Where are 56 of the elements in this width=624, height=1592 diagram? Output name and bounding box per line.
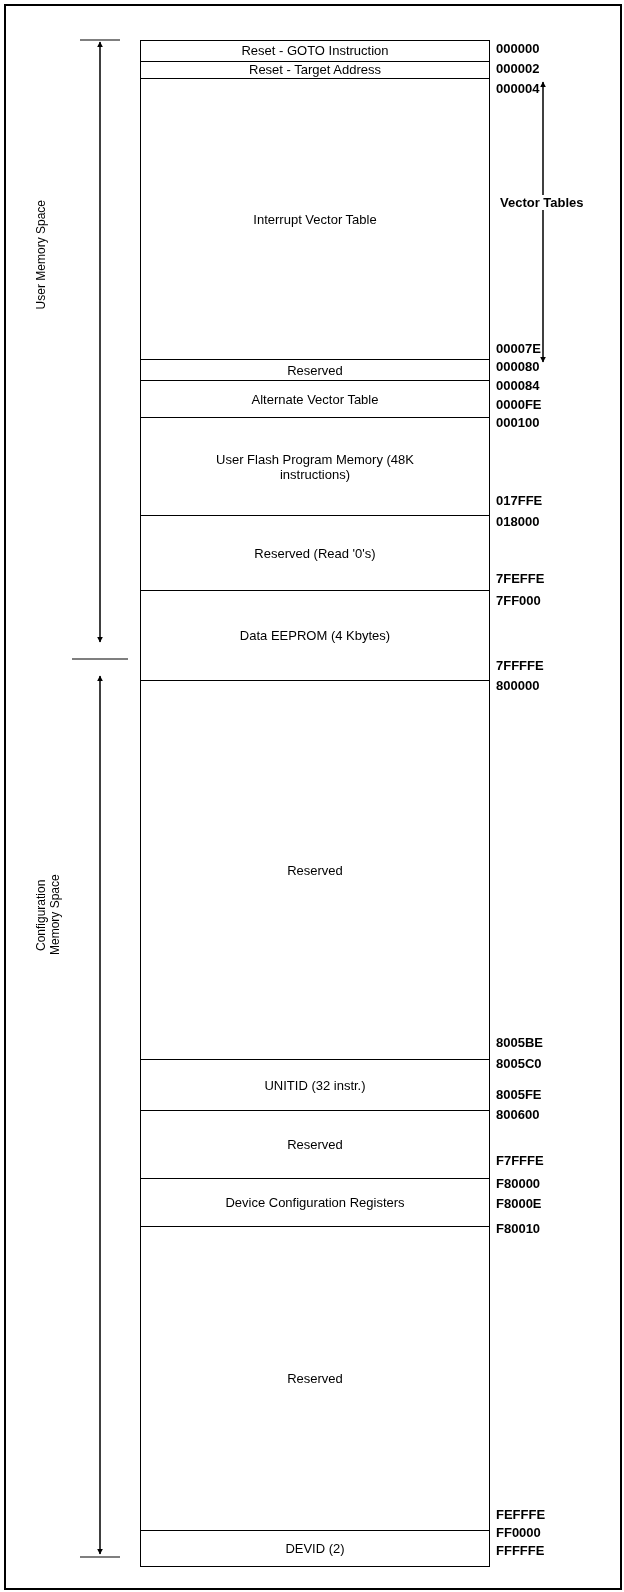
memory-space-label: Configuration Memory Space <box>34 873 62 958</box>
region-label: Reset - GOTO Instruction <box>241 44 389 58</box>
address-label: F7FFFE <box>496 1153 544 1168</box>
region-label: Reserved <box>287 362 343 378</box>
address-label: 000000 <box>496 41 540 56</box>
address-label: 000080 <box>496 359 540 374</box>
address-label: 7FFFFE <box>496 658 544 673</box>
address-label: FEFFFE <box>496 1507 546 1522</box>
region-label: DEVID (2) <box>285 1541 345 1556</box>
region-label: Interrupt Vector Table <box>253 211 377 227</box>
region-label: Reserved <box>287 862 343 878</box>
memory-region <box>140 61 490 79</box>
region-label: UNITID (32 instr.) <box>264 1077 366 1093</box>
region-label: Reserved <box>287 1137 343 1152</box>
address-label: 7FF000 <box>496 593 541 608</box>
address-label: 8005FE <box>496 1087 542 1102</box>
region-label: Device Configuration Registers <box>225 1195 405 1210</box>
address-label: 7FEFFE <box>496 571 545 586</box>
region-label: Reset - Target Address <box>249 63 381 77</box>
region-label: Reserved <box>287 1371 343 1386</box>
memory-region <box>140 359 490 381</box>
memory-region <box>140 1110 490 1179</box>
section-label: Vector Tables <box>500 195 584 210</box>
address-label: 00007E <box>496 341 541 356</box>
address-label: 8005C0 <box>496 1056 542 1071</box>
address-label: 000100 <box>496 415 540 430</box>
address-label: FF0000 <box>496 1525 541 1540</box>
address-label: 8005BE <box>496 1035 543 1050</box>
memory-region <box>140 680 490 1060</box>
memory-region <box>140 40 490 62</box>
memory-region <box>140 1226 490 1531</box>
memory-region <box>140 1178 490 1227</box>
memory-region <box>140 1530 490 1567</box>
memory-region <box>140 515 490 591</box>
address-label: 000004 <box>496 81 540 96</box>
memory-region <box>140 590 490 681</box>
memory-region <box>140 417 490 516</box>
address-label: 000002 <box>496 61 540 76</box>
region-label: Alternate Vector Table <box>251 391 379 407</box>
memory-region <box>140 1059 490 1111</box>
address-label: FFFFFE <box>496 1543 545 1558</box>
memory-region <box>140 78 490 360</box>
address-label: F80010 <box>496 1221 541 1236</box>
region-label: User Flash Program Memory (48K instructions) <box>215 451 415 482</box>
address-label: F80000 <box>496 1176 541 1191</box>
address-label: 800600 <box>496 1107 540 1122</box>
address-label: F8000E <box>496 1196 542 1211</box>
address-label: 017FFE <box>496 493 543 508</box>
address-label: 800000 <box>496 678 540 693</box>
address-label: 0000FE <box>496 397 542 412</box>
address-label: 000084 <box>496 378 540 393</box>
region-label: Data EEPROM (4 Kbytes) <box>239 628 391 643</box>
region-label: Reserved (Read '0's) <box>254 545 376 561</box>
address-label: 018000 <box>496 514 540 529</box>
memory-region <box>140 380 490 418</box>
memory-space-label: User Memory Space <box>34 200 48 310</box>
